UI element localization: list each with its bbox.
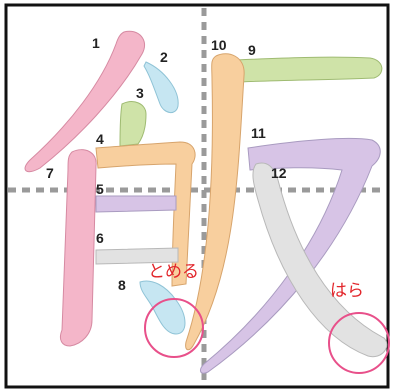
stroke-number-10: 10 — [211, 37, 227, 53]
stroke-3 — [119, 101, 147, 147]
stroke-12 — [252, 162, 388, 358]
stroke-5 — [95, 195, 177, 213]
stroke-number-8: 8 — [118, 277, 126, 293]
stroke-11 — [200, 137, 381, 374]
stroke-6 — [95, 247, 179, 265]
stroke-number-1: 1 — [92, 35, 100, 51]
stroke-number-5: 5 — [96, 181, 104, 197]
stroke-number-3: 3 — [136, 85, 144, 101]
stroke-number-11: 11 — [251, 125, 266, 141]
stroke-number-4: 4 — [96, 131, 104, 147]
stroke-2 — [143, 61, 179, 113]
stroke-7 — [59, 149, 97, 347]
stroke-number-6: 6 — [96, 230, 104, 246]
harai-emphasis-circle — [328, 312, 390, 374]
stroke-number-9: 9 — [248, 42, 256, 58]
harai-annotation: はら — [330, 281, 364, 301]
stroke-4 — [95, 141, 196, 287]
stroke-1 — [24, 30, 146, 173]
stroke-8 — [139, 280, 186, 335]
tome-annotation: とめる — [148, 262, 199, 282]
stroke-10 — [185, 53, 245, 351]
stroke-number-12: 12 — [271, 165, 287, 181]
stroke-9 — [235, 56, 383, 83]
stroke-number-7: 7 — [46, 165, 54, 181]
stroke-number-2: 2 — [160, 49, 168, 65]
tome-emphasis-circle — [144, 298, 204, 358]
